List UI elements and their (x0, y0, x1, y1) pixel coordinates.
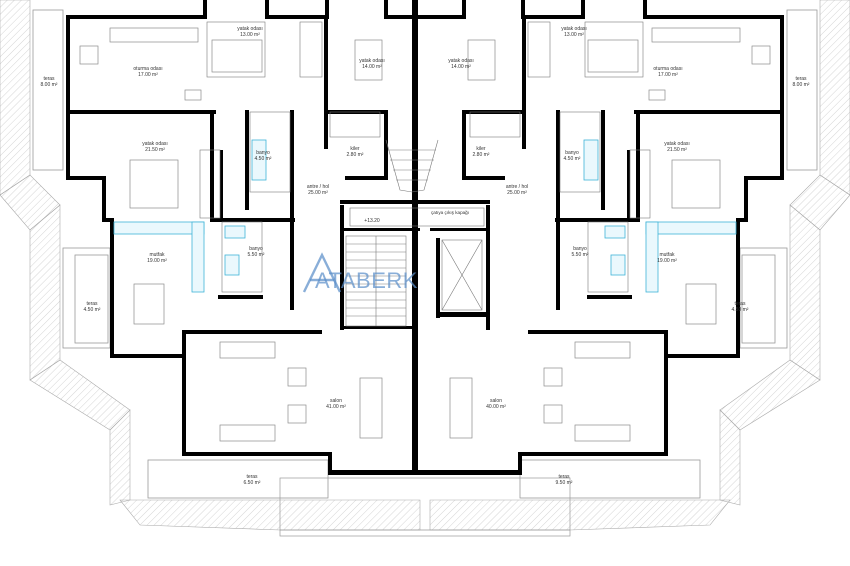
room-name-left-yatak-mid: yatak odası (359, 58, 385, 64)
room-name-left-banyo-top: banyo (256, 150, 270, 156)
room-name-left-antre: antre / hol (307, 184, 329, 190)
room-name-right-yatak-big: yatak odası (664, 141, 690, 147)
room-name-left-oturma: oturma odası (133, 66, 162, 72)
room-area-left-yatak-big: 21.50 m² (145, 147, 165, 153)
room-area-left-yatak-mid: 14.00 m² (362, 64, 382, 70)
room-name-right-oturma: oturma odası (653, 66, 682, 72)
room-name-right-kiler: kiler (476, 146, 486, 152)
room-area-right-teras-bot: 9.50 m² (556, 480, 573, 486)
room-area-right-mutfak: 19.00 m² (657, 258, 677, 264)
walls (66, 0, 784, 475)
room-area-left-yatak-top: 13.00 m² (240, 32, 260, 38)
room-area-right-banyo-top: 4.50 m² (564, 156, 581, 162)
partitions (199, 21, 651, 327)
staircase (345, 139, 439, 327)
room-name-right-banyo-bot: banyo (573, 246, 587, 252)
room-name-left-teras-top: teras (43, 76, 55, 82)
room-name-right-yatak-top: yatak odası (561, 26, 587, 32)
logo-text: ATABERK (315, 268, 418, 293)
room-name-right-teras-top: teras (795, 76, 807, 82)
room-name-left-teras-bot: teras (246, 474, 258, 480)
room-area-left-banyo-bot: 5.50 m² (248, 252, 265, 258)
room-area-right-yatak-big: 21.50 m² (667, 147, 687, 153)
room-name-left-kiler: kiler (350, 146, 360, 152)
room-area-left-teras-side: 4.50 m² (84, 307, 101, 313)
room-name-right-salon: salon (490, 398, 502, 404)
room-area-left-banyo-top: 4.50 m² (255, 156, 272, 162)
room-area-left-teras-top: 8.00 m² (41, 82, 58, 88)
room-name-right-antre: antre / hol (506, 184, 528, 190)
room-name-left-yatak-big: yatak odası (142, 141, 168, 147)
room-name-left-yatak-top: yatak odası (237, 26, 263, 32)
room-name-left-salon: salon (330, 398, 342, 404)
stair-annotations: +13.20 çatıya çıkış kapağı (364, 210, 469, 224)
roof-edges (0, 0, 850, 537)
room-name-left-teras-side: teras (86, 301, 98, 307)
room-area-left-kiler: 2.80 m² (347, 152, 364, 158)
roof-hatch (349, 207, 485, 227)
room-name-right-mutfak: mutfak (659, 252, 675, 258)
room-area-left-oturma: 17.00 m² (138, 72, 158, 78)
room-area-right-teras-top: 8.00 m² (793, 82, 810, 88)
room-area-left-antre: 25.00 m² (308, 190, 328, 196)
room-area-right-yatak-top: 13.00 m² (564, 32, 584, 38)
room-name-left-banyo-bot: banyo (249, 246, 263, 252)
room-name-right-teras-side: teras (734, 301, 746, 307)
stair-level: +13.20 (364, 218, 380, 224)
room-area-left-teras-bot: 6.50 m² (244, 480, 261, 486)
room-name-right-banyo-top: banyo (565, 150, 579, 156)
roof-hatch-label: çatıya çıkış kapağı (431, 210, 469, 215)
room-area-right-banyo-bot: 5.50 m² (572, 252, 589, 258)
terrace-outlines (32, 9, 818, 499)
room-name-left-mutfak: mutfak (149, 252, 165, 258)
room-area-right-teras-side: 4.50 m² (732, 307, 749, 313)
ataberk-logo: ATABERK (302, 252, 418, 293)
elevator-shaft (441, 239, 483, 311)
room-area-right-oturma: 17.00 m² (658, 72, 678, 78)
room-name-right-yatak-mid: yatak odası (448, 58, 474, 64)
room-name-right-teras-bot: teras (558, 474, 570, 480)
room-area-right-yatak-mid: 14.00 m² (451, 64, 471, 70)
room-area-left-salon: 41.00 m² (326, 404, 346, 410)
room-area-left-mutfak: 19.00 m² (147, 258, 167, 264)
room-area-right-kiler: 2.80 m² (473, 152, 490, 158)
room-area-right-salon: 40.00 m² (486, 404, 506, 410)
room-area-right-antre: 25.00 m² (507, 190, 527, 196)
furniture (79, 27, 771, 442)
